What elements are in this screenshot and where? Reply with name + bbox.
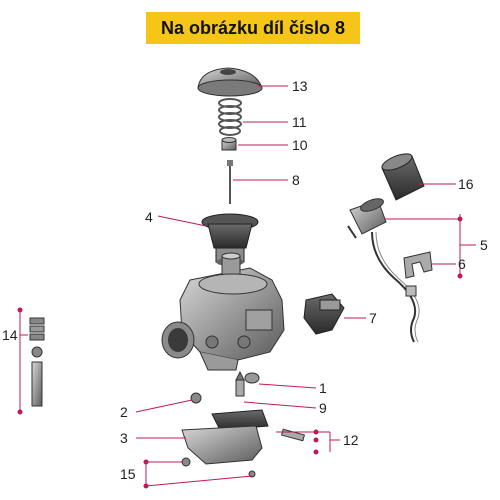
callout-1: 1 <box>319 380 327 396</box>
title-text: Na obrázku díl číslo 8 <box>160 17 346 38</box>
callout-10: 10 <box>292 137 308 153</box>
leader-lines <box>17 85 476 489</box>
title-banner: Na obrázku díl číslo 8 <box>146 12 360 44</box>
callout-13: 13 <box>292 78 308 94</box>
part-5-choke <box>347 198 420 343</box>
part-7-sensor <box>303 293 345 335</box>
part-8-needle <box>227 160 233 204</box>
callout-14: 14 <box>2 327 18 343</box>
callout-9: 9 <box>319 400 327 416</box>
callout-2: 2 <box>120 404 128 420</box>
part-15-screws <box>181 457 256 478</box>
callout-6: 6 <box>458 256 466 272</box>
part-11-spring <box>218 98 242 136</box>
part-10-retainer <box>221 137 237 151</box>
callout-15: 15 <box>120 466 136 482</box>
callout-16: 16 <box>458 176 474 192</box>
callout-7: 7 <box>369 310 377 326</box>
callout-8: 8 <box>292 172 300 188</box>
carburettor-body <box>161 252 285 371</box>
part-3-float-bowl <box>181 409 306 465</box>
part-13-cap <box>197 67 263 97</box>
callout-11: 11 <box>292 114 307 130</box>
callout-5: 5 <box>480 237 488 253</box>
part-6-clip <box>403 251 433 279</box>
callout-12: 12 <box>343 432 359 448</box>
part-9-jet <box>235 370 245 397</box>
part-14-screw <box>29 317 45 407</box>
callout-3: 3 <box>120 430 128 446</box>
part-16-sleeve <box>381 153 425 201</box>
part-2-screw <box>190 392 202 404</box>
callout-4: 4 <box>145 209 153 225</box>
part-1-jet <box>244 372 260 384</box>
